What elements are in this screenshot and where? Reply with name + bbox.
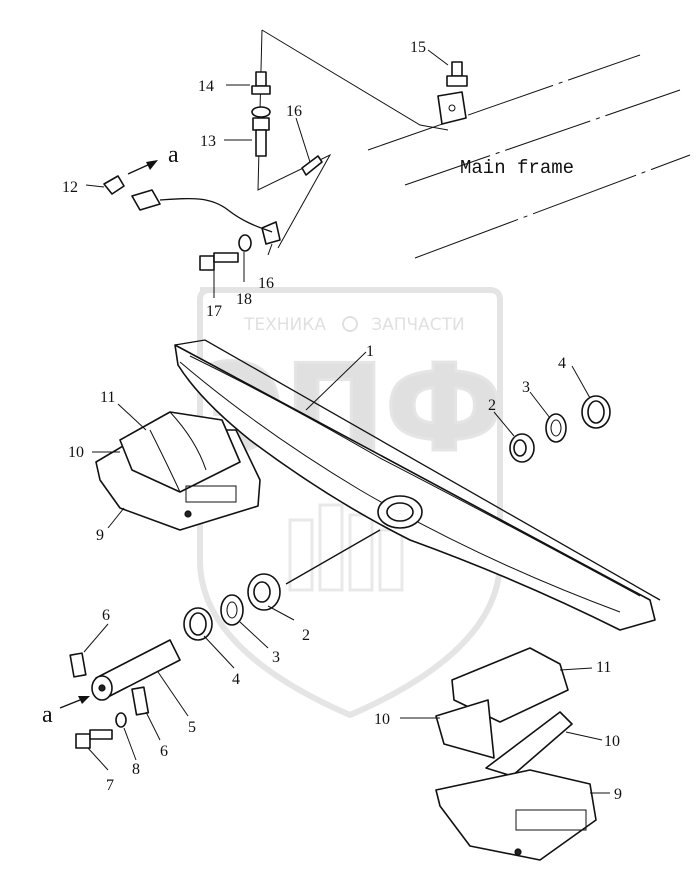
callout-1: 1 bbox=[366, 343, 374, 360]
callout-8: 8 bbox=[132, 761, 140, 778]
label-a-bottom: a bbox=[42, 702, 53, 728]
gear-icon bbox=[342, 316, 358, 332]
callout-4-right: 4 bbox=[558, 355, 566, 372]
plate-6-top bbox=[69, 652, 87, 678]
callout-15: 15 bbox=[410, 39, 426, 56]
grease-line-assembly: a bbox=[85, 29, 468, 298]
callout-leaders bbox=[83, 351, 610, 794]
callout-10-right-a: 10 bbox=[374, 711, 390, 728]
clip-16-bottom bbox=[261, 221, 281, 245]
callout-2-right: 2 bbox=[488, 397, 496, 414]
callout-7: 7 bbox=[106, 777, 114, 794]
callout-3-left: 3 bbox=[272, 649, 280, 666]
clip-16-top bbox=[301, 155, 323, 176]
main-frame-lines: Main frame bbox=[367, 54, 691, 259]
washer-18 bbox=[238, 234, 252, 252]
main-frame-label: Main frame bbox=[460, 157, 574, 179]
callout-12: 12 bbox=[62, 179, 78, 196]
bushing-set-left bbox=[183, 529, 381, 641]
watermark-text-right: ЗАПЧАСТИ bbox=[371, 315, 465, 335]
callout-17: 17 bbox=[206, 303, 222, 320]
bushing-set-right bbox=[509, 395, 611, 463]
callout-9-right: 9 bbox=[614, 786, 622, 803]
callout-13: 13 bbox=[200, 133, 216, 150]
arrow-a-bottom-icon bbox=[78, 696, 90, 704]
hose-12 bbox=[103, 175, 273, 233]
callout-4-left: 4 bbox=[232, 671, 240, 688]
grease-fitting-14 bbox=[251, 71, 271, 118]
support-assembly-left bbox=[95, 411, 261, 531]
callout-16-bottom: 16 bbox=[258, 275, 274, 292]
callout-18: 18 bbox=[236, 291, 252, 308]
callout-5: 5 bbox=[188, 719, 196, 736]
callout-14: 14 bbox=[198, 78, 214, 95]
support-assembly-right bbox=[435, 647, 597, 861]
washer-8 bbox=[115, 712, 127, 728]
callout-3-right: 3 bbox=[522, 379, 530, 396]
callout-11-right: 11 bbox=[596, 659, 611, 676]
callout-numbers: 1 2 3 4 2 3 4 5 6 6 7 8 9 9 10 10 10 11 … bbox=[62, 39, 622, 803]
callout-10-left: 10 bbox=[68, 444, 84, 461]
callout-11-left: 11 bbox=[100, 389, 115, 406]
arrow-a-top-icon bbox=[146, 160, 158, 170]
label-a-top: a bbox=[168, 142, 179, 168]
watermark-text-left: ТЕХНИКА bbox=[243, 315, 326, 335]
plate-6-bottom bbox=[131, 686, 150, 716]
callout-9-left: 9 bbox=[96, 527, 104, 544]
callout-2-left: 2 bbox=[302, 627, 310, 644]
callout-10-right-b: 10 bbox=[604, 733, 620, 750]
bolt-7 bbox=[75, 729, 113, 749]
pin-assembly: a bbox=[42, 639, 181, 749]
callout-16-top: 16 bbox=[286, 103, 302, 120]
callout-6-bottom: 6 bbox=[160, 743, 168, 760]
bolt-13 bbox=[252, 117, 270, 157]
bolt-17 bbox=[199, 252, 239, 271]
grease-fitting-15 bbox=[437, 61, 468, 125]
callout-6-top: 6 bbox=[102, 607, 110, 624]
equalizer-bar-1 bbox=[174, 339, 661, 631]
